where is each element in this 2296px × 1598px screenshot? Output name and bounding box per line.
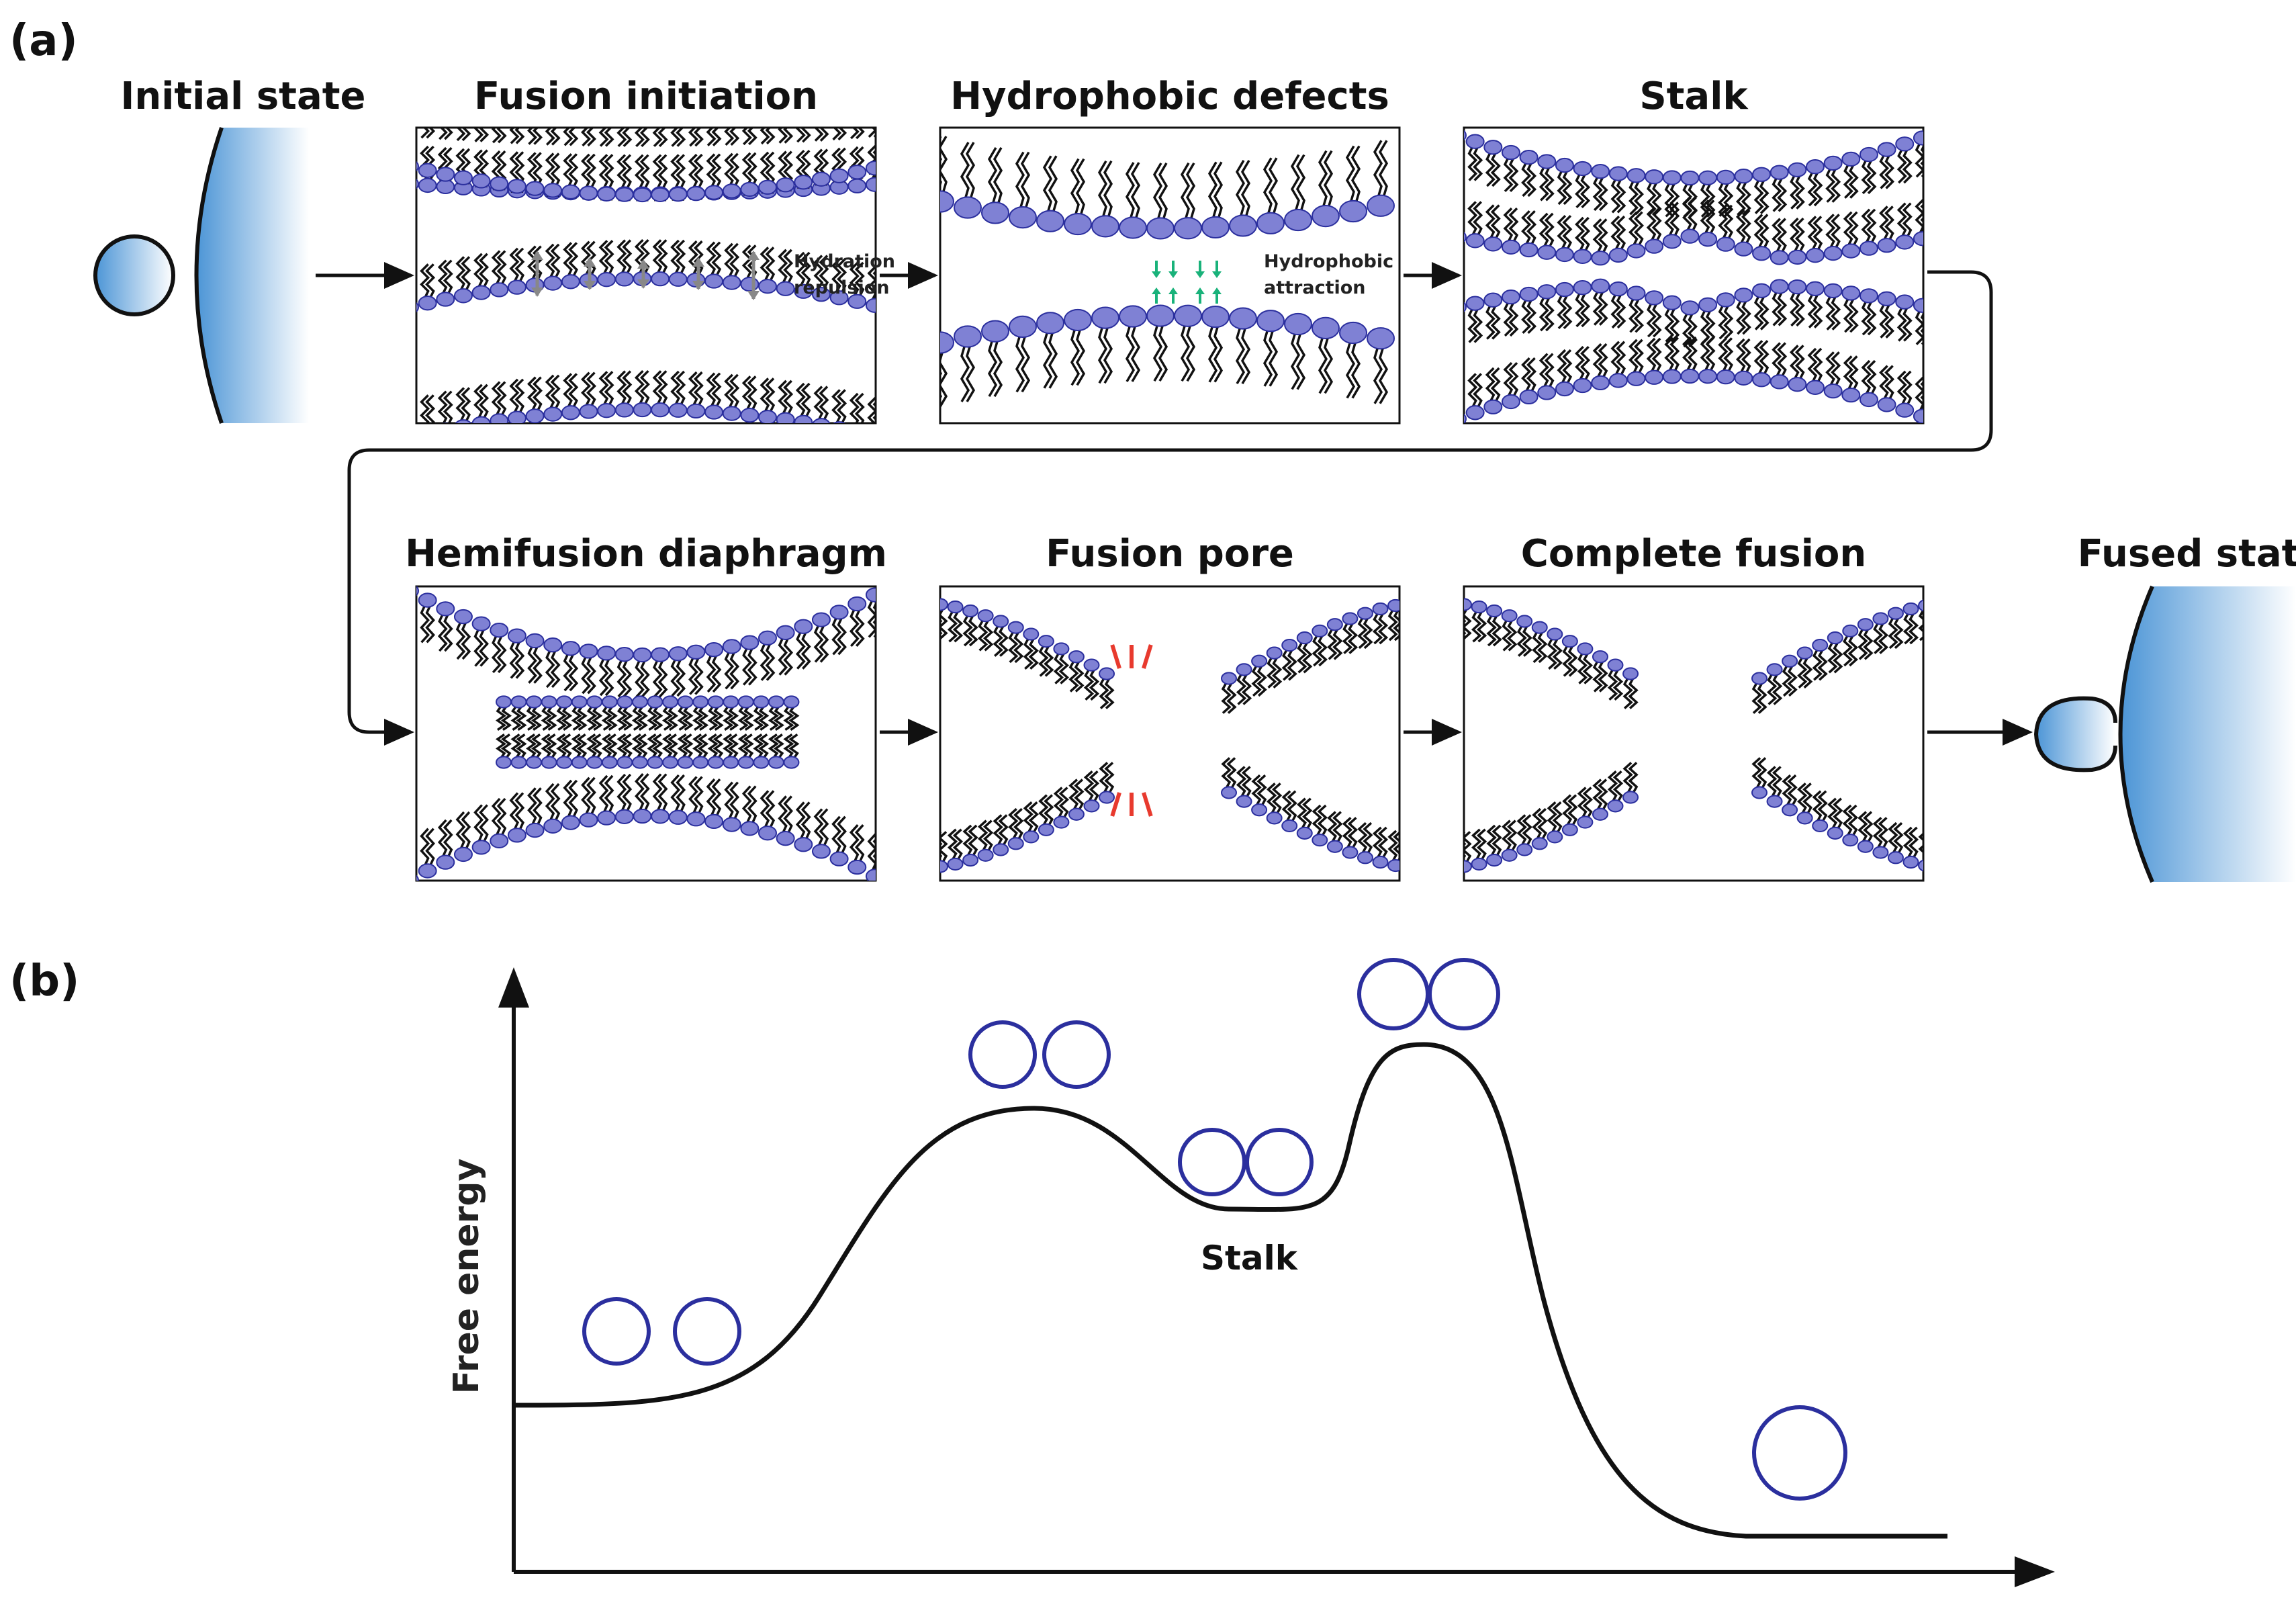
annotation-hydrophobic: Hydrophobic <box>1264 251 1393 272</box>
separate-vesicle-right-icon <box>673 1297 741 1366</box>
title-hemifusion-diaphragm: Hemifusion diaphragm <box>405 532 887 576</box>
energy-curve <box>513 1042 1947 1539</box>
title-complete-fusion: Complete fusion <box>1521 532 1867 576</box>
membrane-hemifusion-diaphragm <box>416 586 876 881</box>
stalk-label: Stalk <box>1201 1239 1299 1278</box>
membrane-fusion-pore <box>940 598 1399 873</box>
initial-state-graphic <box>93 127 309 424</box>
membrane-complete-fusion <box>1464 598 1923 873</box>
y-axis-label: Free energy <box>447 1159 487 1394</box>
hydration-repulsion-arrows <box>531 251 760 300</box>
arrow-stalk-to-hemifusion <box>347 270 1993 746</box>
membrane-fusion-initiation <box>416 128 876 423</box>
x-axis-arrowhead <box>2015 1556 2055 1587</box>
stalk-vesicle-left-icon <box>1178 1128 1246 1196</box>
separate-vesicle-left-icon <box>582 1297 651 1366</box>
title-initial-state: Initial state <box>121 75 366 118</box>
small-vesicle <box>93 234 175 316</box>
panel-a-label: (a) <box>9 16 78 66</box>
fused-state-graphic <box>2033 585 2296 883</box>
contact-vesicle-left-icon <box>968 1020 1037 1089</box>
panel-b-label: (b) <box>9 957 79 1006</box>
contact-vesicle-right-icon <box>1042 1020 1111 1089</box>
membrane-stalk <box>1464 130 1923 423</box>
membrane-hydrophobic-defects <box>940 136 1395 408</box>
title-fused-state: Fused state <box>2078 532 2296 576</box>
energy-plot: Free energy Stalk <box>447 958 2055 1587</box>
annotation-attraction: attraction <box>1264 277 1366 298</box>
flow-arrows <box>316 262 2033 746</box>
fused-vesicle-icon <box>1752 1405 1847 1501</box>
title-fusion-pore: Fusion pore <box>1046 532 1294 576</box>
pore-vesicle-right-icon <box>1428 958 1500 1030</box>
annotation-hydration: Hydration <box>794 251 895 272</box>
title-fusion-initiation: Fusion initiation <box>474 75 818 118</box>
stalk-vesicle-right-icon <box>1245 1128 1314 1196</box>
pore-opening-marks <box>1110 644 1153 817</box>
annotation-repulsion: repulsion <box>794 277 890 298</box>
title-stalk: Stalk <box>1639 75 1749 118</box>
hydrophobic-attraction-arrows <box>1152 261 1222 304</box>
title-hydrophobic-defects: Hydrophobic defects <box>950 75 1389 118</box>
y-axis-arrowhead <box>498 967 529 1008</box>
pore-vesicle-left-icon <box>1357 958 1430 1030</box>
vesicle-icons <box>582 958 1847 1501</box>
